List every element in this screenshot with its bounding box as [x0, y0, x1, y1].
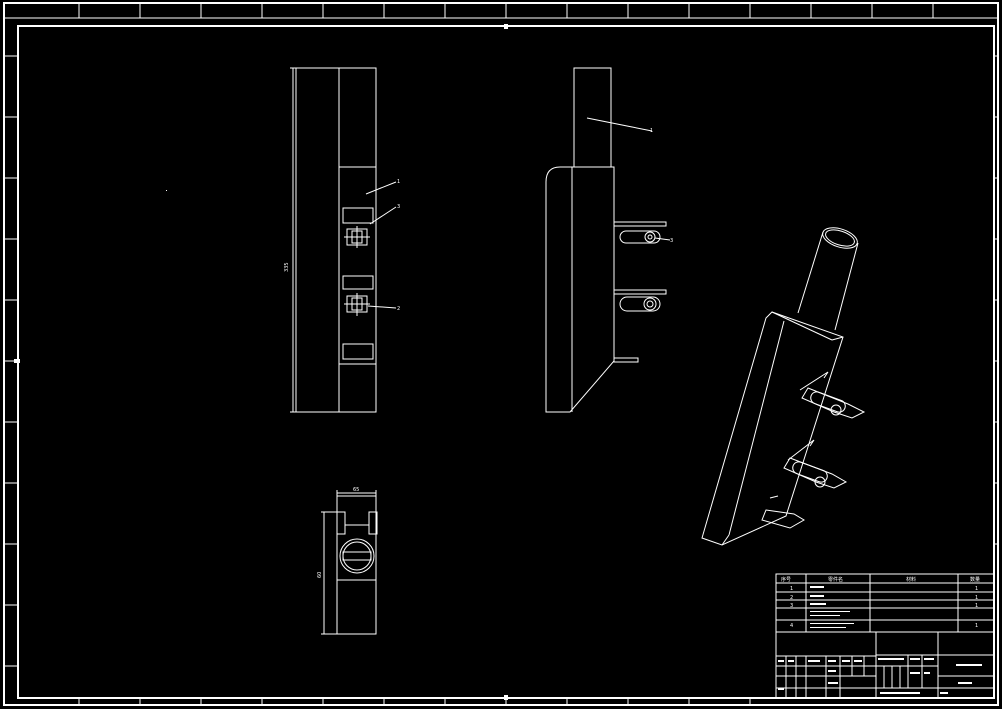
bolt-upper [344, 226, 370, 248]
parts-header-name: 零件名 [828, 576, 843, 583]
parts-row-no: 1 [790, 586, 793, 592]
front-height-dimension: 335 [284, 262, 290, 272]
title-block: 序号 零件名 材料 数量 1 2 3 4 1 1 1 1 [775, 573, 995, 699]
front-balloon-1: 1 [397, 179, 400, 185]
front-balloon-2: 3 [397, 204, 400, 210]
bolt-lower [344, 293, 370, 316]
parts-header-material: 材料 [906, 576, 916, 583]
bottom-height-dimension: 60 [317, 572, 323, 578]
parts-header-no: 序号 [781, 576, 791, 583]
isometric-view [701, 227, 866, 546]
front-balloon-3: 2 [397, 306, 400, 312]
parts-row-qty: 1 [975, 595, 978, 601]
side-balloon-3: 3 [670, 238, 673, 244]
side-view: 1 3 [545, 67, 673, 413]
side-balloon-1: 1 [650, 128, 653, 134]
bottom-width-dimension: 65 [353, 487, 359, 493]
parts-header-qty: 数量 [970, 576, 980, 583]
sheet-border [3, 2, 999, 706]
parts-row-no: 3 [790, 603, 793, 609]
parts-row-no: 4 [790, 623, 793, 629]
front-view: 1 3 2 335 [284, 67, 400, 413]
parts-row-qty: 1 [975, 603, 978, 609]
parts-row-qty: 1 [975, 586, 978, 592]
bottom-view: 65 60 [317, 487, 378, 635]
parts-row-qty: 1 [975, 623, 978, 629]
parts-row-no: 2 [790, 595, 793, 601]
